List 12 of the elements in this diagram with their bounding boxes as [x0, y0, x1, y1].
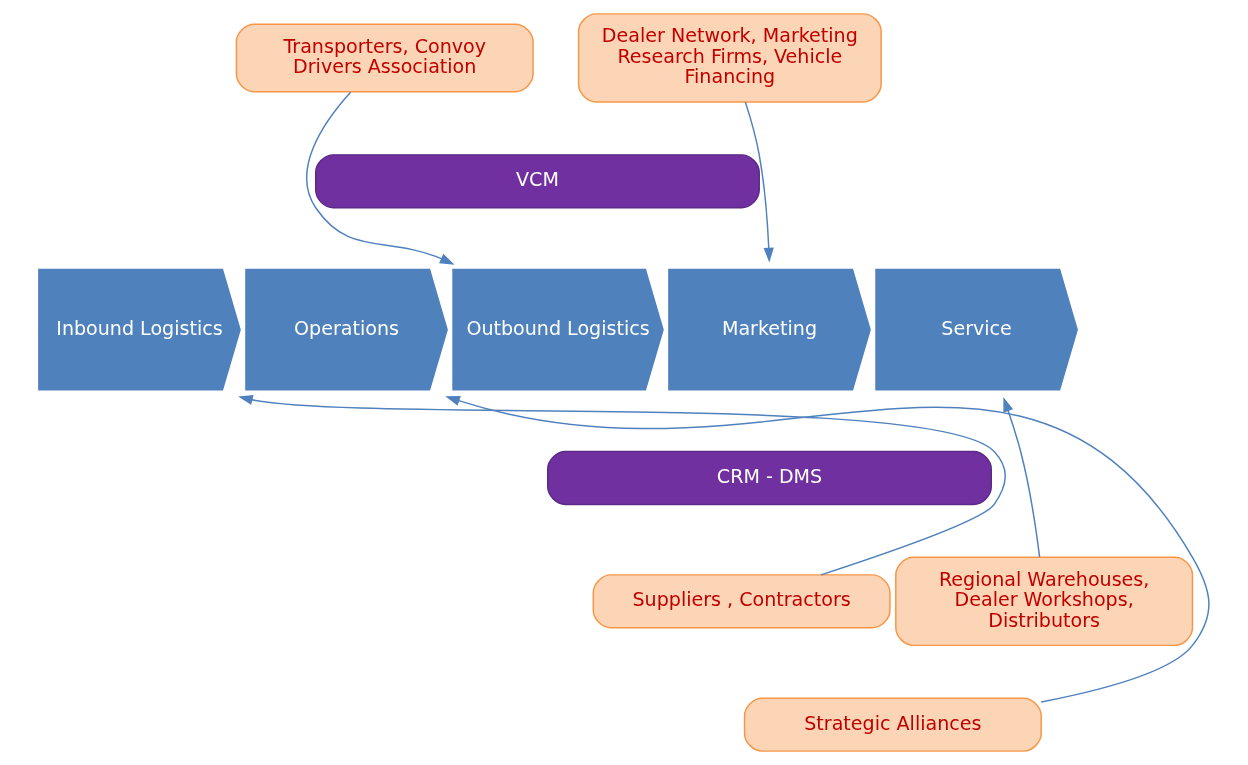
node-box: VCM [314, 154, 760, 209]
arrow [305, 91, 455, 265]
node-box: Suppliers , Contractors [592, 574, 891, 629]
arrow [238, 394, 1006, 576]
node-box: Strategic Alliances [743, 697, 1042, 752]
node-box: CRM - DMS [547, 450, 992, 506]
node-box: Regional Warehouses, Dealer Workshops, Distributors [895, 556, 1194, 647]
arrow [1003, 397, 1041, 558]
arrow [744, 101, 774, 263]
node-box: Dealer Network, Marketing Research Firms, Vehicle Financing [577, 13, 882, 103]
arrow [445, 395, 1210, 703]
node-box: Transporters, Convoy Drivers Association [235, 23, 534, 93]
